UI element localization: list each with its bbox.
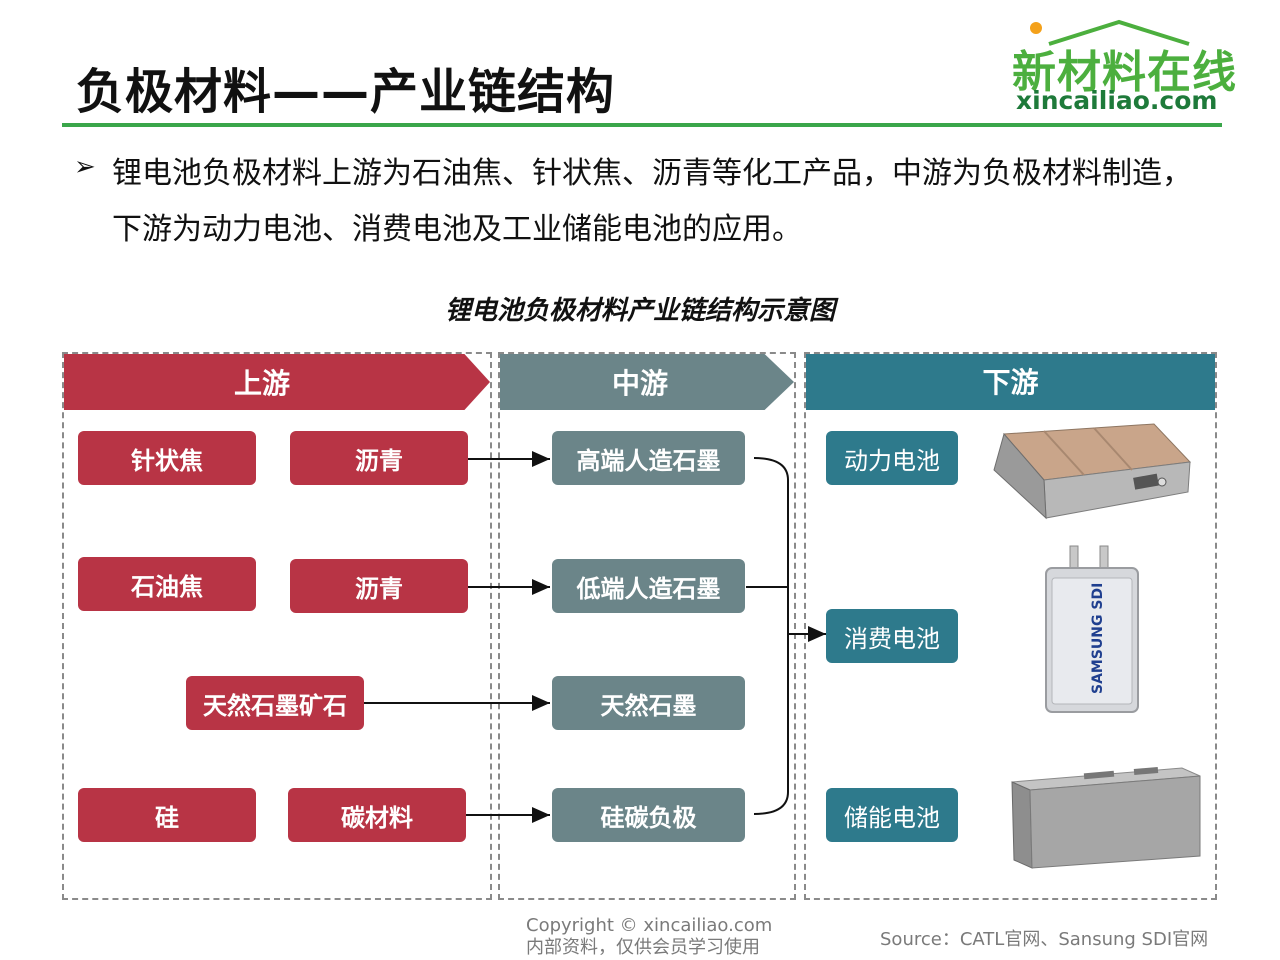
diagram-title: 锂电池负极材料产业链结构示意图 [444, 296, 835, 326]
logo-roof-icon [1048, 19, 1190, 46]
box-carbon-material: 碳材料 [288, 788, 466, 842]
box-silicon-carbon-anode: 硅碳负极 [552, 788, 745, 842]
box-consumer-battery: 消费电池 [826, 609, 958, 663]
logo-dot-icon [1030, 22, 1042, 34]
box-low-end-artificial-graphite: 低端人造石墨 [552, 559, 745, 613]
box-power-battery: 动力电池 [826, 431, 958, 485]
bullet-text: 锂电池负极材料上游为石油焦、针状焦、沥青等化工产品，中游为负极材料制造，下游为动… [112, 156, 1192, 247]
box-storage-battery: 储能电池 [826, 788, 958, 842]
box-pitch-1: 沥青 [290, 431, 468, 485]
box-natural-graphite-ore: 天然石墨矿石 [186, 676, 364, 730]
power-battery-image [993, 423, 1192, 520]
copyright-line-2: 内部资料，仅供会员学习使用 [526, 937, 760, 958]
copyright: Copyright © xincailiao.com 内部资料，仅供会员学习使用 [526, 915, 772, 959]
box-high-end-artificial-graphite: 高端人造石墨 [552, 431, 745, 485]
consumer-battery-image: SAMSUNG SDI [1045, 545, 1139, 713]
midstream-panel [498, 352, 796, 900]
box-petroleum-coke: 石油焦 [78, 557, 256, 611]
box-natural-graphite: 天然石墨 [552, 676, 745, 730]
page-title: 负极材料——产业链结构 [76, 64, 616, 120]
box-silicon: 硅 [78, 788, 256, 842]
upstream-panel [62, 352, 492, 900]
bullet-arrow-icon: ➢ [74, 152, 96, 182]
box-pitch-2: 沥青 [290, 559, 468, 613]
logo-text-en: xincailiao.com [1016, 86, 1218, 115]
battery-brand-label: SAMSUNG SDI [1090, 583, 1106, 694]
title-divider [62, 123, 1222, 127]
copyright-line-1: Copyright © xincailiao.com [526, 915, 773, 936]
source-note: Source：CATL官网、Sansung SDI官网 [880, 929, 1209, 950]
midstream-header: 中游 [500, 354, 794, 410]
upstream-header: 上游 [64, 354, 490, 410]
downstream-header: 下游 [806, 354, 1215, 410]
logo-text-cn: 新材料在线 [1012, 47, 1237, 98]
downstream-panel [804, 352, 1217, 900]
box-needle-coke: 针状焦 [78, 431, 256, 485]
storage-battery-image [1011, 766, 1201, 869]
